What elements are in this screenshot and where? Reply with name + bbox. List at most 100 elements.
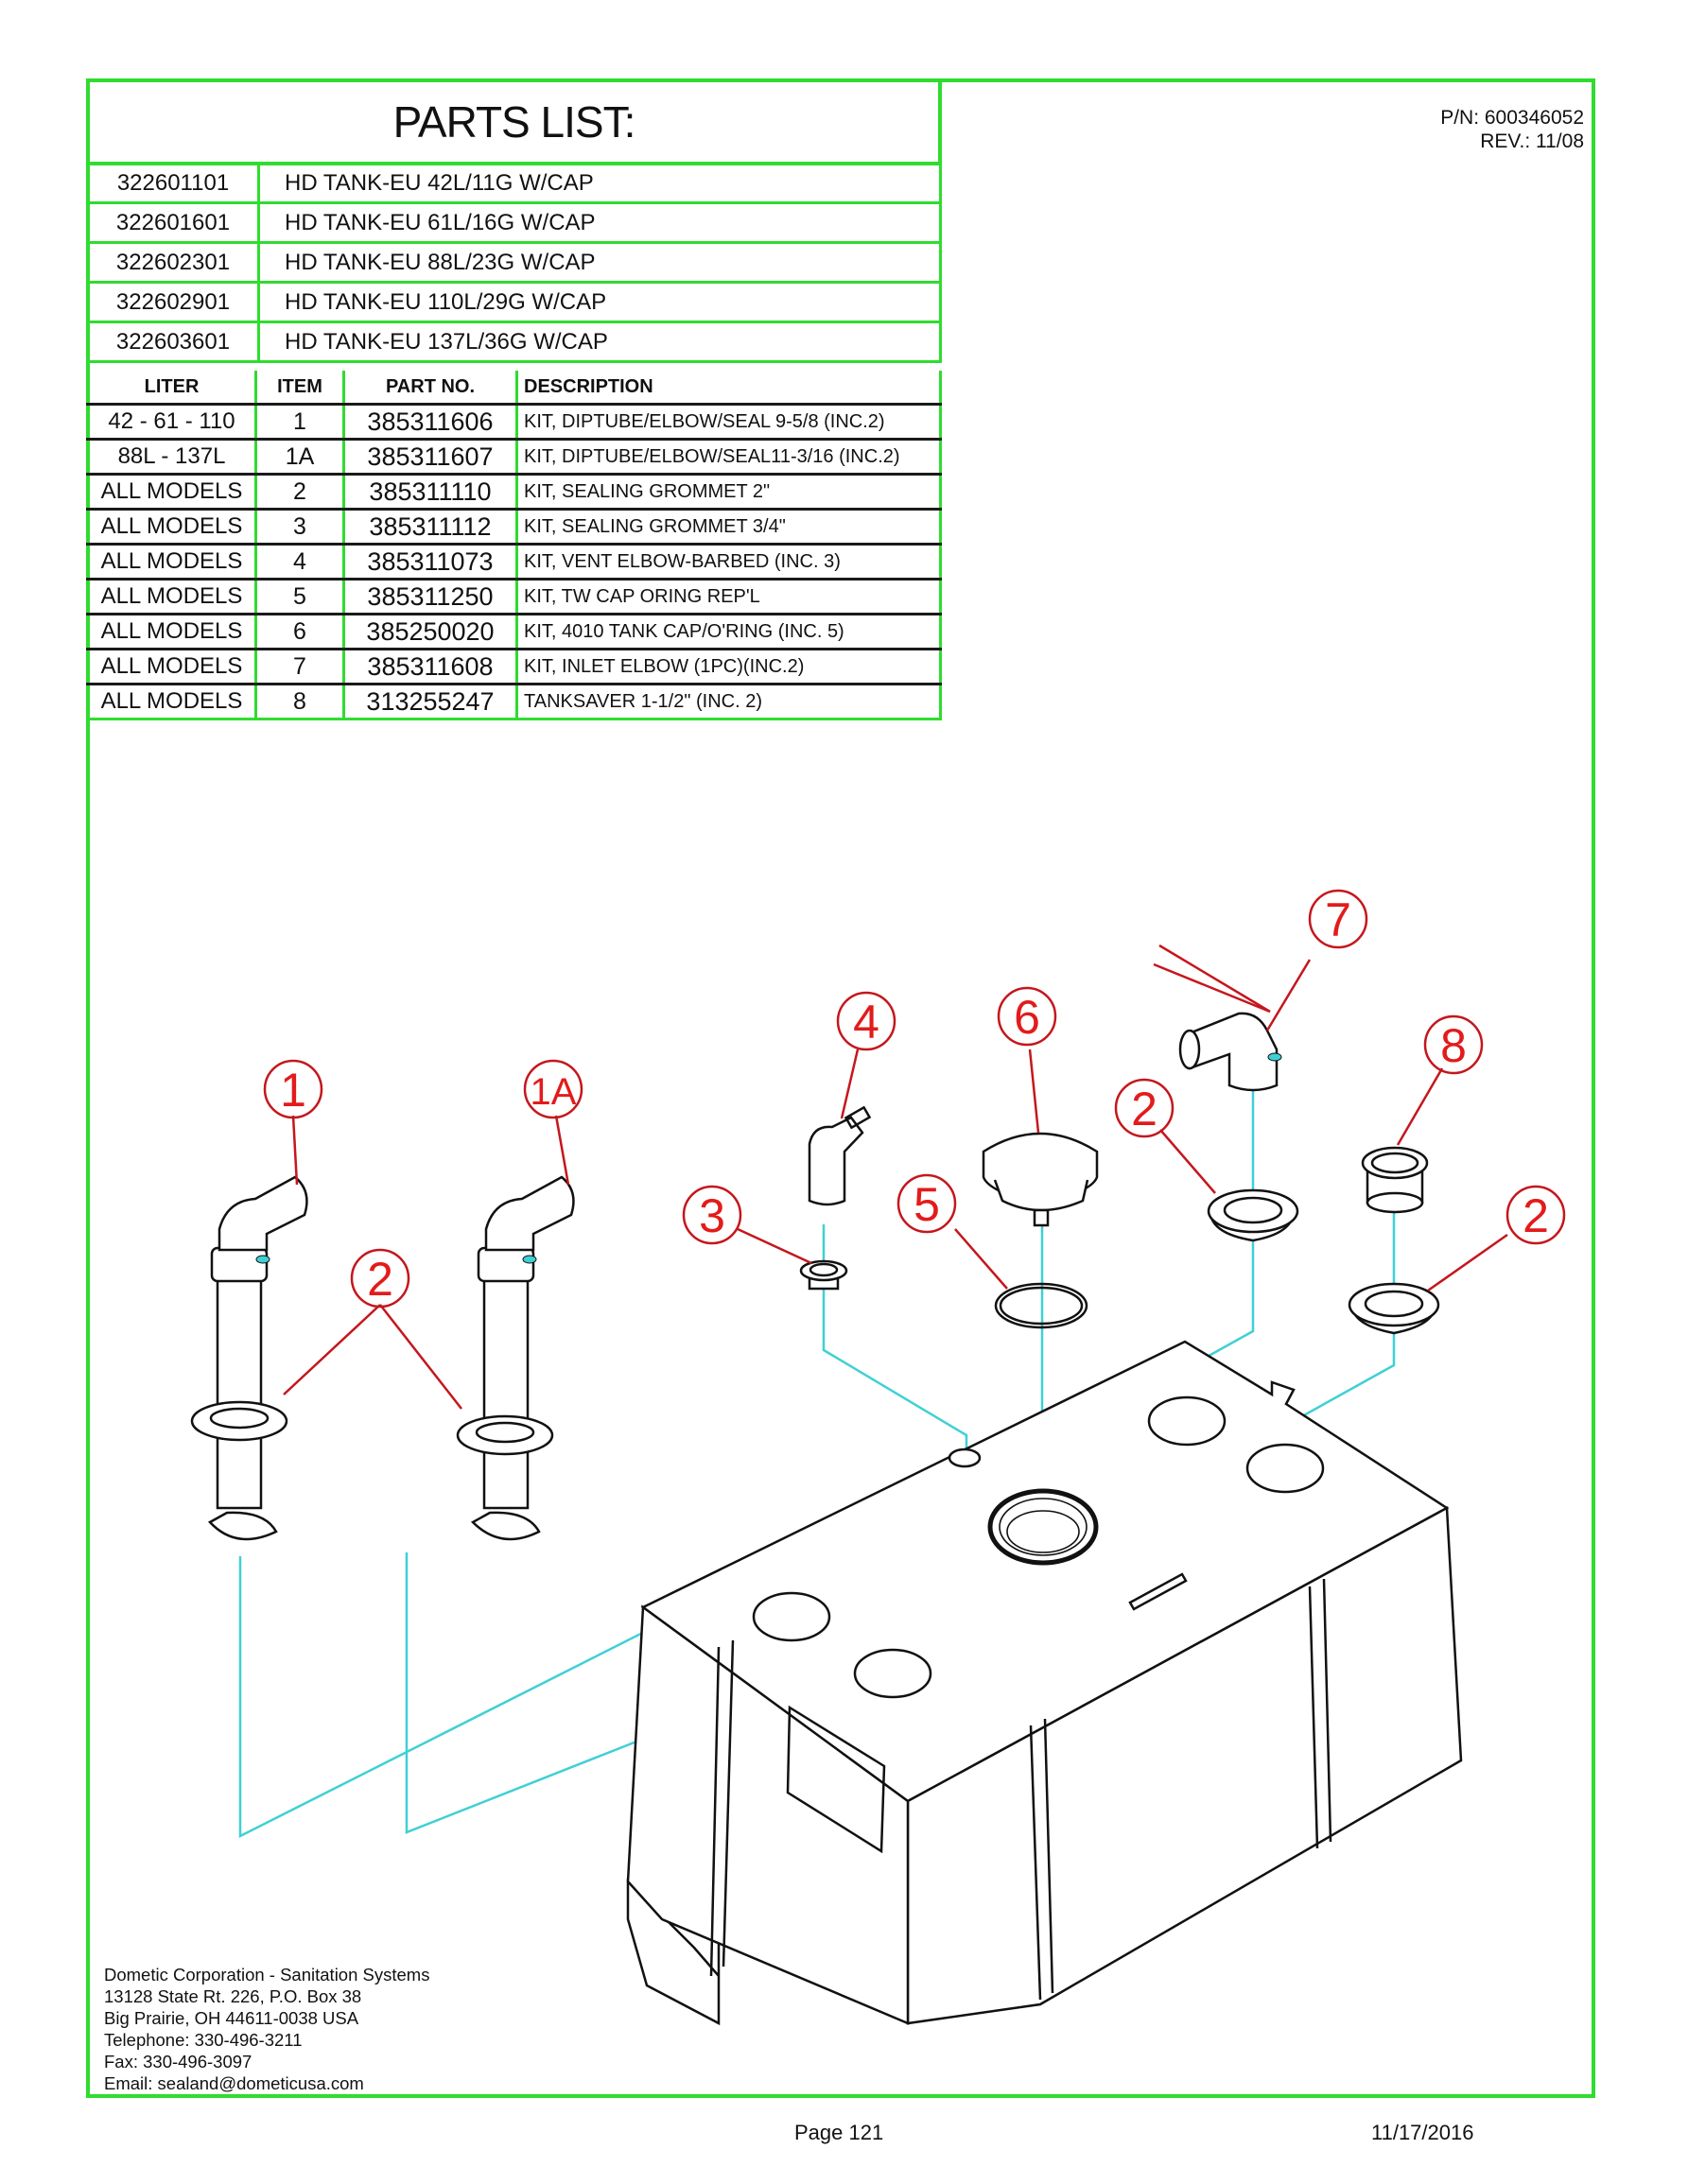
diptube-elbow [218, 1175, 308, 1252]
elbow-clip [255, 1255, 270, 1264]
tank-port [1147, 1395, 1227, 1447]
tanksaver-bottom [1366, 1191, 1424, 1214]
callout-label: 8 [1440, 1019, 1467, 1072]
callout-circle [1114, 1078, 1175, 1138]
callout-label: 2 [367, 1253, 393, 1306]
tanksaver-inner [1370, 1152, 1419, 1174]
cell-liter: ALL MODELS [86, 579, 257, 615]
grommet-2 [456, 1414, 554, 1456]
table-row: 88L - 137L 1A 385311607 KIT, DIPTUBE/ELB… [86, 439, 942, 476]
callout-2: 2 [350, 1248, 410, 1309]
leader-lines [283, 944, 1508, 1410]
cell-liter: ALL MODELS [86, 544, 257, 581]
cell-part-no: 385311606 [342, 404, 518, 441]
callout-5: 5 [896, 1173, 957, 1234]
grommet-inner [475, 1421, 535, 1444]
parts-table: LITER ITEM PART NO. DESCRIPTION 42 - 61 … [86, 371, 942, 720]
callout-label: 6 [1014, 991, 1040, 1044]
tank-vent-port [948, 1447, 982, 1468]
tank-rib [1043, 1718, 1054, 1994]
callout-circle [896, 1173, 957, 1234]
diptube-collar [477, 1246, 535, 1283]
leader-line [1427, 1233, 1508, 1292]
callout-3: 3 [682, 1185, 742, 1245]
header-description: DESCRIPTION [515, 371, 942, 406]
cell-part-no: 385311110 [342, 474, 518, 511]
diptube-elbow-1a [456, 1175, 575, 1541]
diptube-pipe [216, 1260, 263, 1510]
diptube-foot [470, 1511, 541, 1541]
table-row: 42 - 61 - 110 1 385311606 KIT, DIPTUBE/E… [86, 404, 942, 441]
callout-circle [1505, 1185, 1566, 1245]
leader-line [291, 1115, 299, 1186]
leader-line [840, 1049, 860, 1119]
cell-liter: ALL MODELS [86, 474, 257, 511]
diptube-collar [210, 1246, 269, 1283]
table-row: ALL MODELS 6 385250020 KIT, 4010 TANK CA… [86, 614, 942, 650]
tank-top-recess [1128, 1572, 1188, 1611]
leader-line [1153, 962, 1271, 1014]
leader-line [283, 1304, 381, 1395]
table-row: ALL MODELS 5 385311250 KIT, TW CAP ORING… [86, 579, 942, 615]
tank-description: HD TANK-EU 110L/29G W/CAP [257, 281, 942, 323]
cell-item: 5 [254, 579, 345, 615]
tank-rib [709, 1646, 721, 1977]
tank-part-no: 322601101 [86, 162, 260, 204]
table-row: 322601601 HD TANK-EU 61L/16G W/CAP [86, 201, 942, 244]
tank-part-no: 322602301 [86, 241, 260, 284]
tank-description: HD TANK-EU 61L/16G W/CAP [257, 201, 942, 244]
grommet-inner [1223, 1196, 1283, 1224]
cell-part-no: 385311112 [342, 509, 518, 546]
cell-description: KIT, SEALING GROMMET 3/4" [515, 509, 942, 546]
leader-line [954, 1228, 1008, 1290]
callout-label: 3 [699, 1189, 725, 1242]
cell-liter: ALL MODELS [86, 614, 257, 650]
table-row: ALL MODELS 4 385311073 KIT, VENT ELBOW-B… [86, 544, 942, 581]
grommet-inner [209, 1407, 270, 1430]
vent-barb [844, 1105, 872, 1130]
holding-tank [626, 1340, 1463, 2026]
cell-description: TANKSAVER 1-1/2" (INC. 2) [515, 684, 942, 720]
cell-description: KIT, DIPTUBE/ELBOW/SEAL 9-5/8 (INC.2) [515, 404, 942, 441]
print-date: 11/17/2016 [1371, 2121, 1474, 2144]
callout-1a: 1A [523, 1059, 583, 1119]
revision-label: REV.: 11/08 [1480, 130, 1584, 152]
cell-item: 7 [254, 649, 345, 685]
cell-liter: ALL MODELS [86, 509, 257, 546]
callout-2-right-lower: 2 [1505, 1185, 1566, 1245]
o-ring-inner [999, 1286, 1084, 1326]
email: Email: sealand@dometicusa.com [104, 2073, 364, 2093]
table-row: ALL MODELS 8 313255247 TANKSAVER 1-1/2" … [86, 684, 942, 720]
callout-label: 7 [1325, 893, 1351, 946]
cell-description: KIT, INLET ELBOW (1PC)(INC.2) [515, 649, 942, 685]
tank-rib [722, 1639, 735, 1967]
sealing-grommet-3-4 [799, 1259, 848, 1291]
inlet-elbow [1178, 1012, 1282, 1092]
callout-circle [1308, 889, 1368, 949]
company-address: Dometic Corporation - Sanitation Systems… [104, 1964, 429, 2094]
grommet-inner [809, 1262, 839, 1277]
table-header-row: LITER ITEM PART NO. DESCRIPTION [86, 371, 942, 406]
vent-elbow [808, 1105, 872, 1206]
callout-label: 4 [853, 996, 879, 1049]
grommet-flange [1207, 1188, 1299, 1234]
cell-item: 8 [254, 684, 345, 720]
callout-circle [263, 1059, 323, 1119]
leader-line [379, 1304, 462, 1410]
table-row: ALL MODELS 2 385311110 KIT, SEALING GROM… [86, 474, 942, 511]
leader-line [1159, 1129, 1216, 1194]
tank-port [1245, 1443, 1325, 1494]
diptube-elbow [484, 1175, 575, 1252]
diptube-pipe [482, 1260, 530, 1510]
cap-thread [993, 1179, 1089, 1212]
cell-part-no: 313255247 [342, 684, 518, 720]
cell-liter: ALL MODELS [86, 684, 257, 720]
cell-liter: ALL MODELS [86, 649, 257, 685]
connector-line [822, 1224, 968, 1475]
cell-item: 1A [254, 439, 345, 476]
cell-part-no: 385311608 [342, 649, 518, 685]
cell-part-no: 385311250 [342, 579, 518, 615]
leader-line-7 [1158, 944, 1271, 1014]
tank-label-plate [786, 1705, 886, 1854]
